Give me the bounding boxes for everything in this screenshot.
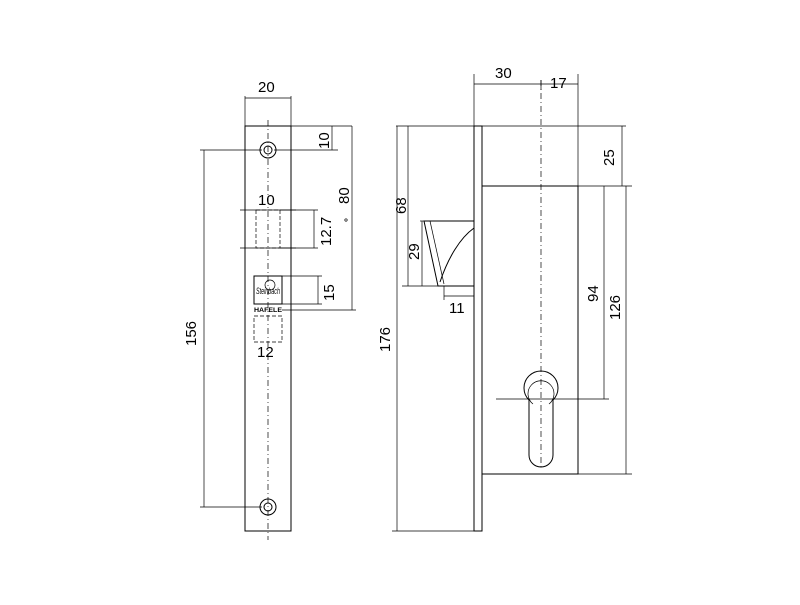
dim-latch-height [280, 209, 318, 249]
dim-case-height [578, 186, 632, 475]
euro-cylinder-hole [523, 370, 559, 468]
hafele-brand-text: HAFELE [254, 308, 282, 314]
dim-label-68: 68 [393, 197, 410, 214]
dim-label-10-top: 10 [316, 132, 333, 149]
dim-label-94: 94 [585, 285, 602, 302]
dim-label-30: 30 [495, 65, 512, 82]
dim-label-10-latch: 10 [258, 192, 275, 209]
steinbach-logo: Steinbach [256, 286, 280, 296]
lock-case-outline [482, 185, 579, 475]
dim-label-156: 156 [183, 321, 200, 346]
dim-hole-spacing-vertical [200, 149, 262, 508]
dim-label-25: 25 [601, 149, 618, 166]
dim-label-17: 17 [550, 75, 567, 92]
dim-label-11: 11 [449, 300, 465, 317]
dim-bolt-height [282, 275, 322, 305]
dim-top-offset [482, 125, 632, 187]
dim-label-15: 15 [321, 284, 338, 301]
dim-label-176: 176 [377, 327, 394, 352]
bolt-opening [253, 275, 283, 305]
dim-latch-projection [443, 286, 474, 300]
dim-spacing-80 [282, 126, 356, 311]
dim-total-height [392, 126, 474, 532]
latch-bolt-edge [429, 220, 445, 285]
dim-hole-offset [274, 125, 352, 151]
dim-case-depth [473, 74, 579, 186]
front-view: Steinbach HAFELE 20 156 10 [183, 79, 356, 540]
bolt-dashed-outline [253, 315, 283, 343]
dim-label-12-7: 12.7 [318, 217, 335, 246]
dim-faceplate-width [244, 96, 292, 126]
latch-bolt-curve [439, 227, 475, 283]
latch-bolt-outline [423, 220, 474, 287]
faceplate-edge [473, 125, 483, 532]
dim-label-29: 29 [406, 243, 423, 260]
dim-latch-height-side [420, 220, 424, 286]
dim-latch-offset [396, 125, 474, 287]
dim-label-12: 12 [257, 344, 274, 361]
dim-label-20: 20 [258, 79, 275, 96]
dim-label-80: 80 [336, 187, 353, 204]
dim-label-126: 126 [607, 295, 624, 320]
side-view: 30 17 25 94 126 68 [377, 65, 632, 532]
